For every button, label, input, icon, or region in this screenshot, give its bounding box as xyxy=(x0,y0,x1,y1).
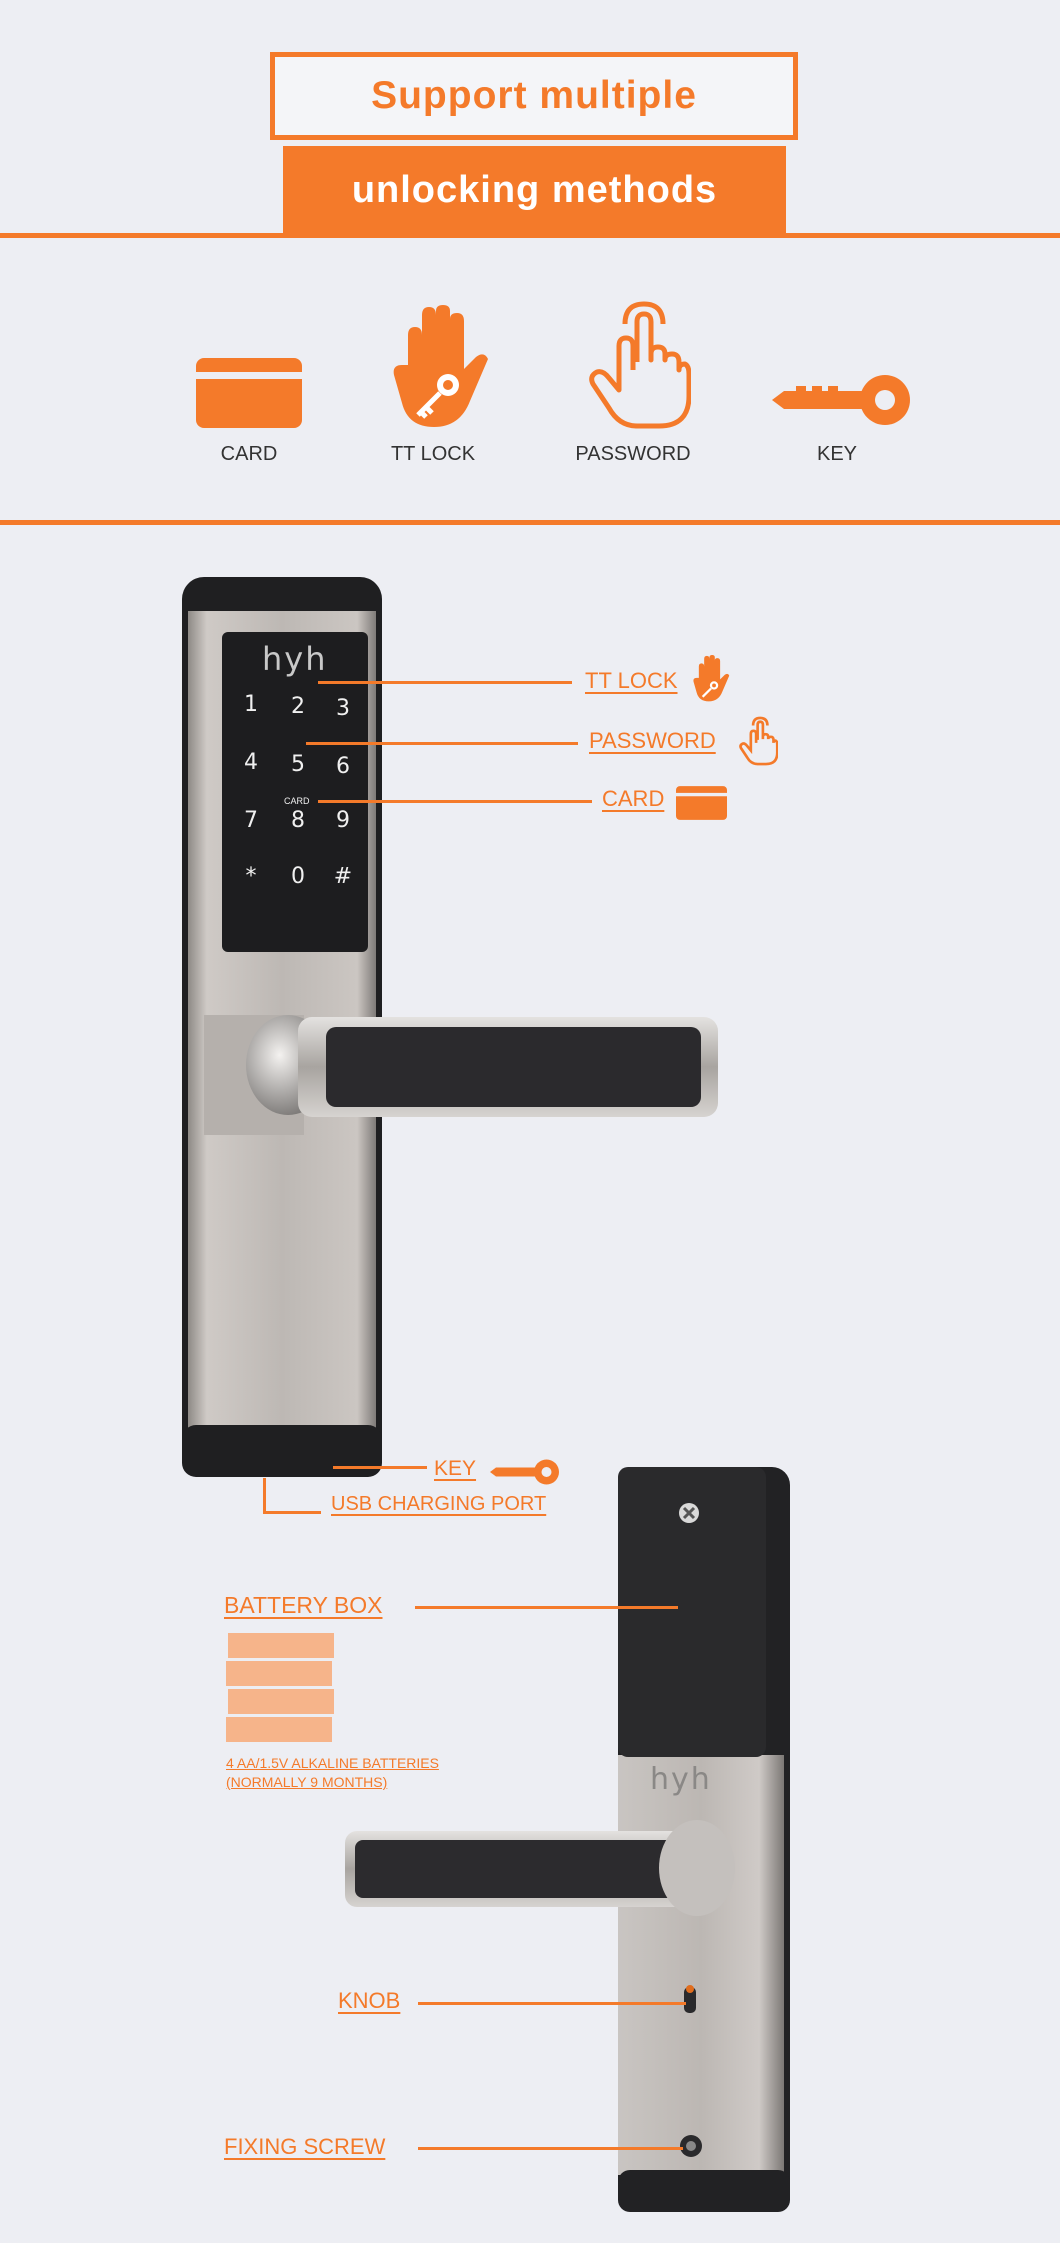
key-6: 6 xyxy=(336,754,350,779)
leader-tt-lock xyxy=(318,681,572,684)
battery-note: 4 AA/1.5V ALKALINE BATTERIES (NORMALLY 9… xyxy=(226,1754,439,1792)
card-reader-mark: CARD xyxy=(284,796,310,806)
title-line-2: unlocking methods xyxy=(351,169,718,211)
key-9: 9 xyxy=(336,808,350,833)
battery-icon-4 xyxy=(226,1717,332,1742)
leader-fixing-screw xyxy=(418,2147,683,2150)
front-brand-logo: hyh xyxy=(262,640,328,678)
leader-usb-vertical xyxy=(263,1478,266,1514)
title-line-1: Support multiple xyxy=(371,74,697,117)
method-label-card: CARD xyxy=(220,443,278,465)
key-1: 1 xyxy=(244,692,258,717)
battery-note-line-1: 4 AA/1.5V ALKALINE BATTERIES xyxy=(226,1755,439,1771)
key-2: 2 xyxy=(291,694,305,719)
back-lock-image xyxy=(345,1467,790,2212)
card-icon-small xyxy=(676,786,727,820)
finger-touch-icon xyxy=(589,301,691,429)
callout-card: CARD xyxy=(602,786,665,811)
leader-card xyxy=(318,800,592,803)
method-label-password: PASSWORD xyxy=(575,443,691,465)
leader-knob xyxy=(418,2002,686,2005)
leader-password xyxy=(306,742,578,745)
key-0: 0 xyxy=(291,864,305,889)
battery-note-line-2: (NORMALLY 9 MONTHS) xyxy=(226,1774,388,1790)
method-label-tt-lock: TT LOCK xyxy=(390,443,476,465)
key-icon xyxy=(772,375,910,425)
divider-bottom xyxy=(0,520,1060,525)
callout-tt-lock: TT LOCK xyxy=(585,668,678,693)
battery-icon-3 xyxy=(228,1689,334,1714)
key-3: 3 xyxy=(336,696,350,721)
callout-usb-charging-port: USB CHARGING PORT xyxy=(331,1493,547,1515)
front-lock-image xyxy=(182,577,718,1477)
battery-icon-1 xyxy=(228,1633,334,1658)
battery-icon-2 xyxy=(226,1661,332,1686)
back-brand-logo: hyh xyxy=(650,1762,712,1797)
callout-knob: KNOB xyxy=(338,1988,401,2013)
method-label-key: KEY xyxy=(816,443,858,465)
key-hash: # xyxy=(333,864,353,889)
key-4: 4 xyxy=(244,750,258,775)
hand-key-icon xyxy=(393,305,488,427)
finger-touch-icon-small xyxy=(739,716,778,766)
key-icon-small xyxy=(490,1459,559,1485)
hand-key-icon-small xyxy=(693,655,730,702)
leader-key xyxy=(333,1466,427,1469)
key-7: 7 xyxy=(244,808,258,833)
callout-key: KEY xyxy=(434,1457,477,1480)
leader-usb xyxy=(263,1511,321,1514)
callout-battery-box: BATTERY BOX xyxy=(224,1592,383,1618)
title-box: Support multiple xyxy=(270,52,798,140)
card-icon xyxy=(196,358,302,428)
key-5: 5 xyxy=(291,752,305,777)
key-star: * xyxy=(245,864,257,889)
callout-fixing-screw: FIXING SCREW xyxy=(224,2134,386,2159)
key-8: 8 xyxy=(291,808,305,833)
divider-top xyxy=(0,233,1060,238)
callout-password: PASSWORD xyxy=(589,728,716,753)
title-bar: unlocking methods xyxy=(283,146,786,235)
leader-battery-box xyxy=(415,1606,678,1609)
